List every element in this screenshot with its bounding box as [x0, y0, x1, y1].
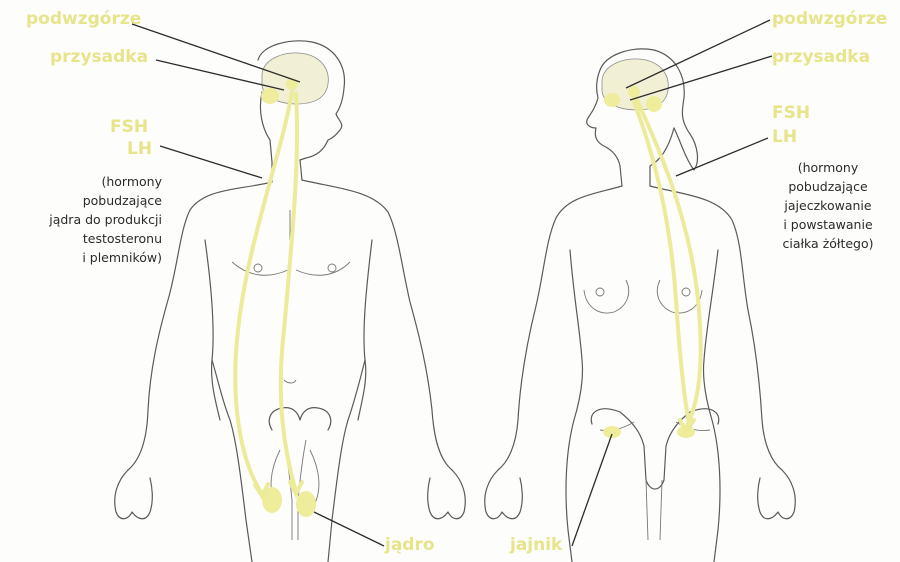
female-hormone-pointer [676, 138, 768, 176]
female-description-line: pobudzające [760, 177, 896, 196]
male-pituitary-label: przysadka [50, 48, 148, 68]
female-description-line: (hormony [760, 158, 896, 177]
male-description-line: pobudzające [49, 191, 162, 210]
male-description-line: i plemników) [49, 248, 162, 267]
female-pituitary-label: przysadka [772, 48, 870, 68]
male-description-line: (hormony [49, 172, 162, 191]
male-gonad-label: jądro [385, 536, 435, 556]
male-hypothalamus-pointer [132, 24, 300, 82]
male-hormone-description: (hormony pobudzające jądra do produkcji … [49, 172, 162, 267]
female-hypothalamus-label: podwzgórze [772, 10, 887, 30]
male-description-line: testosteronu [49, 229, 162, 248]
female-gonad-label: jajnik [510, 536, 562, 556]
male-figure [115, 41, 466, 562]
female-figure [485, 49, 796, 562]
female-description-line: jajeczkowanie [760, 196, 896, 215]
male-gonad-pointer [314, 512, 384, 546]
male-hormone-pointer [160, 146, 262, 178]
female-description-line: ciałka żółtego) [760, 234, 896, 253]
female-fsh-label: FSH [772, 104, 810, 124]
female-description-line: i powstawanie [760, 215, 896, 234]
male-fsh-label: FSH [110, 118, 148, 138]
female-gonad-pointer [572, 434, 612, 546]
male-lh-label: LH [127, 140, 152, 160]
female-hormone-description: (hormony pobudzające jajeczkowanie i pow… [760, 158, 896, 253]
male-hypothalamus-label: podwzgórze [26, 10, 141, 30]
female-lh-label: LH [772, 128, 797, 148]
female-hypothalamus-pointer [626, 20, 770, 88]
male-description-line: jądra do produkcji [49, 210, 162, 229]
